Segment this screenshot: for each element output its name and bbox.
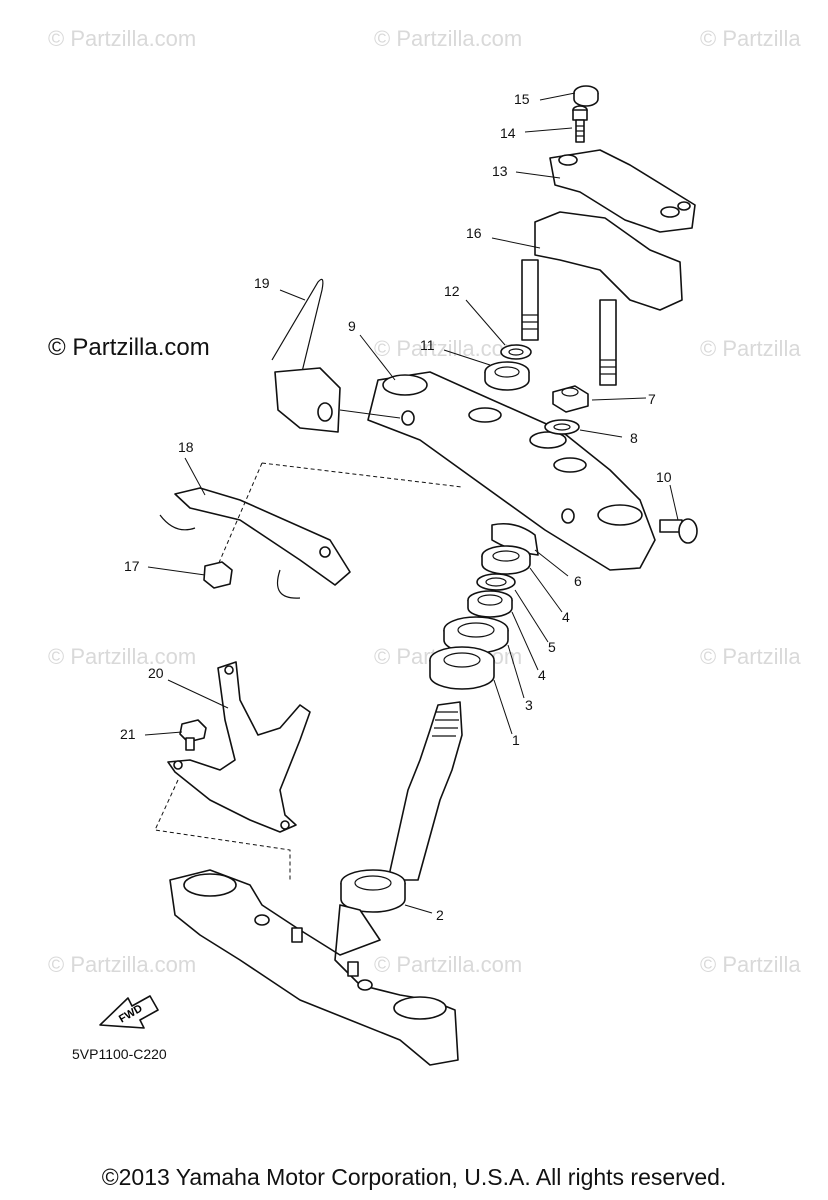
callout-8: 8 — [630, 430, 638, 446]
part-8-washer — [544, 419, 580, 435]
callout-14: 14 — [500, 125, 516, 141]
part-6-cover — [491, 522, 539, 556]
part-10-bolt — [659, 518, 698, 544]
watermark: © Partzilla.com — [374, 336, 523, 361]
part-7-nut — [552, 385, 589, 413]
watermark: © Partzilla — [700, 644, 801, 669]
part-steering-stem — [169, 701, 463, 1066]
leader-lines — [144, 92, 679, 914]
callout-7: 7 — [648, 391, 656, 407]
callout-2: 2 — [436, 907, 444, 923]
callout-1: 1 — [512, 732, 520, 748]
callout-6: 6 — [574, 573, 582, 589]
part-18-stay — [159, 487, 351, 599]
callout-17: 17 — [124, 558, 140, 574]
part-4-ring-nut-lower — [467, 590, 513, 618]
part-1-bearing — [429, 646, 495, 690]
assembly-line — [217, 462, 463, 566]
part-2-bearing — [340, 869, 406, 913]
fwd-arrow-icon: FWD — [99, 995, 159, 1029]
watermark: © Partzilla.com — [48, 26, 197, 51]
callout-15: 15 — [514, 91, 530, 107]
part-14-bolt — [572, 105, 588, 143]
part-9-upper-bracket — [367, 371, 656, 571]
part-5-washer — [476, 573, 516, 591]
callout-18: 18 — [178, 439, 194, 455]
part-12-washer — [500, 344, 532, 360]
copyright-footer: ©2013 Yamaha Motor Corporation, U.S.A. A… — [101, 1164, 727, 1190]
callout-9: 9 — [348, 318, 356, 334]
callout-10: 10 — [656, 469, 672, 485]
part-19-clip — [271, 278, 341, 433]
callout-21: 21 — [120, 726, 136, 742]
callout-labels: 15 14 13 16 12 11 9 19 7 8 10 18 17 6 4 … — [120, 91, 672, 923]
part-17-nut — [203, 561, 233, 589]
watermark: © Partzilla.com — [374, 952, 523, 977]
part-21-bolt — [179, 719, 207, 751]
part-15-cap — [573, 85, 599, 107]
callout-11: 11 — [420, 337, 435, 353]
callout-19: 19 — [254, 275, 270, 291]
watermark: © Partzilla — [700, 336, 801, 361]
part-16-handlebar-lower-holder — [521, 211, 683, 386]
callout-5: 5 — [548, 639, 556, 655]
assembly-line — [154, 779, 291, 880]
watermark: © Partzilla.com — [48, 952, 197, 977]
callout-4: 4 — [562, 609, 570, 625]
watermark: © Partzilla — [700, 26, 801, 51]
watermark: © Partzilla — [700, 952, 801, 977]
part-4-ring-nut — [481, 545, 531, 575]
diagram-code: 5VP1100-C220 — [72, 1046, 167, 1062]
callout-16: 16 — [466, 225, 482, 241]
callout-13: 13 — [492, 163, 508, 179]
watermark: © Partzilla.com — [374, 26, 523, 51]
part-11-bushing — [484, 361, 530, 391]
watermark-dark: © Partzilla.com — [48, 334, 210, 361]
part-13-handlebar-upper-holder — [549, 149, 696, 233]
watermark: © Partzilla.com — [48, 644, 197, 669]
callout-3: 3 — [525, 697, 533, 713]
callout-12: 12 — [444, 283, 460, 299]
part-20-bracket — [167, 661, 311, 833]
callout-20: 20 — [148, 665, 164, 681]
callout-4-lower: 4 — [538, 667, 546, 683]
